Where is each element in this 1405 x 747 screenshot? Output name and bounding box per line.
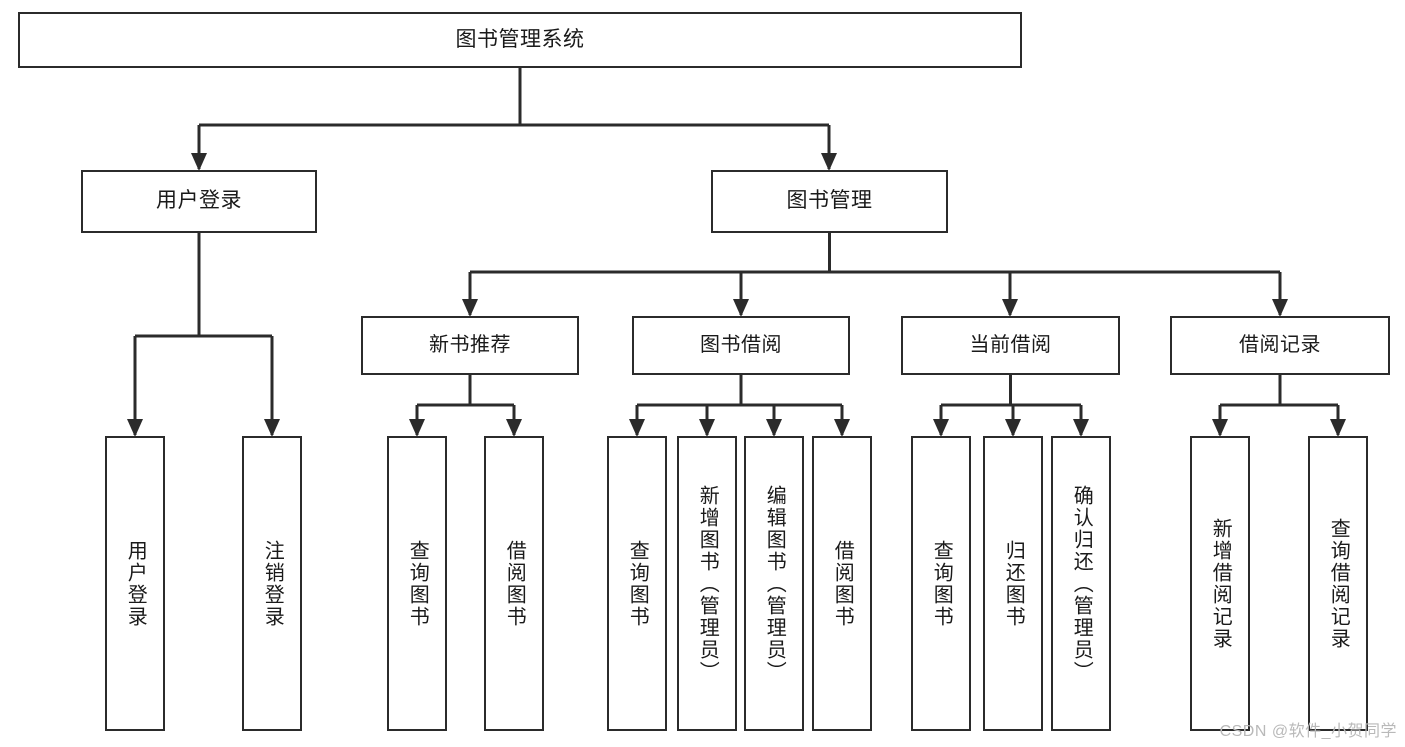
node-new_book_rec[interactable]: 新书推荐 <box>361 316 579 375</box>
node-label-leaf_b_book_2: 借阅图书 <box>831 539 854 628</box>
node-leaf_q_book_3[interactable]: 查询图书 <box>911 436 971 731</box>
node-borrow_record[interactable]: 借阅记录 <box>1170 316 1390 375</box>
node-label-leaf_q_book_2: 查询图书 <box>626 539 649 628</box>
node-label-leaf_conf_ret: 确认归还（管理员） <box>1070 484 1093 683</box>
node-label-leaf_q_rec: 查询借阅记录 <box>1327 517 1350 650</box>
node-label-current_borrow: 当前借阅 <box>969 333 1052 356</box>
node-leaf_b_book_1[interactable]: 借阅图书 <box>484 436 544 731</box>
node-leaf_conf_ret[interactable]: 确认归还（管理员） <box>1051 436 1111 731</box>
node-root[interactable]: 图书管理系统 <box>18 12 1022 68</box>
node-label-new_book_rec: 新书推荐 <box>429 333 511 356</box>
node-leaf_logout[interactable]: 注销登录 <box>242 436 302 731</box>
node-label-borrow_record: 借阅记录 <box>1239 333 1321 356</box>
node-current_borrow[interactable]: 当前借阅 <box>901 316 1120 375</box>
node-leaf_b_book_2[interactable]: 借阅图书 <box>812 436 872 731</box>
node-leaf_edit_book[interactable]: 编辑图书（管理员） <box>744 436 804 731</box>
node-label-book_manage: 图书管理 <box>786 189 873 213</box>
node-user_login[interactable]: 用户登录 <box>81 170 317 233</box>
node-leaf_add_rec[interactable]: 新增借阅记录 <box>1190 436 1250 731</box>
watermark-text: CSDN @软件_小贺同学 <box>1219 723 1397 740</box>
node-leaf_user_login[interactable]: 用户登录 <box>105 436 165 731</box>
node-label-leaf_q_book_1: 查询图书 <box>406 539 429 628</box>
node-label-leaf_return: 归还图书 <box>1002 539 1025 628</box>
node-leaf_q_book_2[interactable]: 查询图书 <box>607 436 667 731</box>
node-leaf_return[interactable]: 归还图书 <box>983 436 1043 731</box>
node-label-leaf_edit_book: 编辑图书（管理员） <box>763 484 786 683</box>
node-label-leaf_logout: 注销登录 <box>261 539 284 628</box>
node-leaf_q_rec[interactable]: 查询借阅记录 <box>1308 436 1368 731</box>
node-label-leaf_add_rec: 新增借阅记录 <box>1209 517 1232 650</box>
node-label-user_login: 用户登录 <box>156 189 242 213</box>
node-book_borrow[interactable]: 图书借阅 <box>632 316 850 375</box>
node-label-leaf_user_login: 用户登录 <box>124 539 147 628</box>
node-leaf_q_book_1[interactable]: 查询图书 <box>387 436 447 731</box>
node-label-leaf_q_book_3: 查询图书 <box>930 539 953 628</box>
node-label-leaf_add_book: 新增图书（管理员） <box>696 484 719 683</box>
node-leaf_add_book[interactable]: 新增图书（管理员） <box>677 436 737 731</box>
node-book_manage[interactable]: 图书管理 <box>711 170 948 233</box>
node-label-leaf_b_book_1: 借阅图书 <box>503 539 526 628</box>
node-label-root: 图书管理系统 <box>455 27 585 51</box>
node-label-book_borrow: 图书借阅 <box>700 333 782 356</box>
